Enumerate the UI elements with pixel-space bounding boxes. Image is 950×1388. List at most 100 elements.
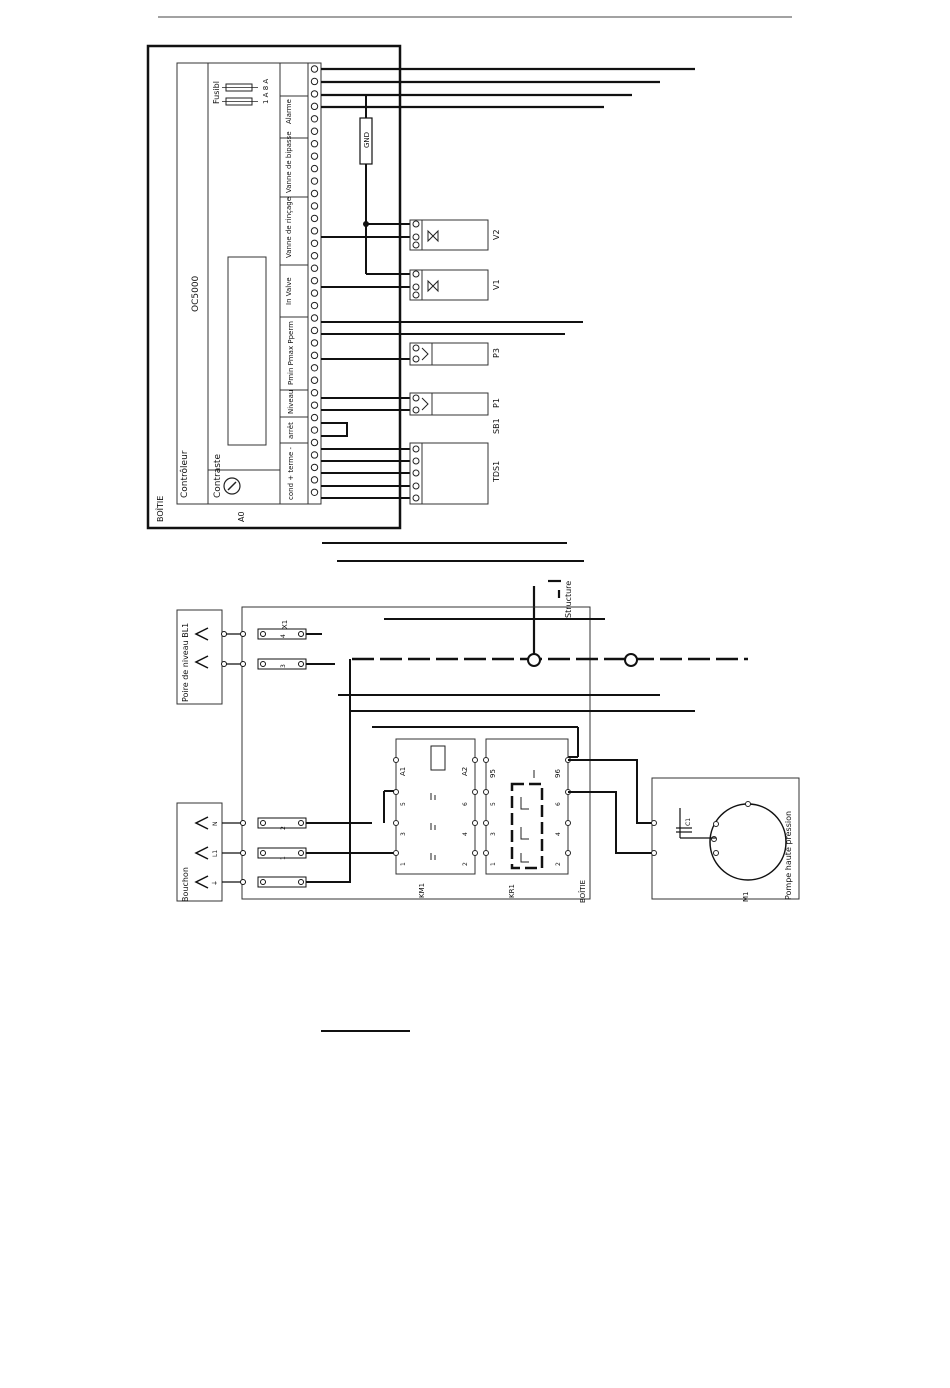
power-box-label: BOÎTIE [578, 880, 587, 903]
section-cond: cond + terme - [287, 447, 295, 500]
terminal-screw [310, 326, 319, 335]
terminal-screw [310, 65, 319, 73]
terminal-screw [310, 488, 319, 496]
label-sb1: SB1 [492, 418, 501, 434]
level-switch-box [176, 609, 246, 705]
km1-pin-3: 3 [400, 832, 407, 836]
terminal-screw [310, 376, 319, 384]
device-v2 [409, 219, 489, 251]
display-window [227, 256, 267, 446]
terminal-screw [310, 289, 319, 297]
valve-icon [427, 279, 439, 293]
terminal-screw [310, 102, 319, 111]
device-wires [321, 236, 583, 499]
device-terminal [412, 445, 420, 453]
kr1-pin-5: 5 [490, 802, 497, 806]
relay-terminal [483, 850, 489, 856]
motor-label: M1 [742, 892, 750, 903]
terminal-screw [310, 476, 319, 484]
device-terminal [412, 291, 420, 299]
device-terminal [412, 233, 420, 241]
capacitor-icon [676, 808, 716, 839]
terminal-screw [310, 127, 319, 135]
pump-label: Pompe haute pression [784, 811, 793, 900]
structure-label: Structure [564, 581, 573, 618]
fuse-label: Fusibl [212, 81, 221, 104]
terminal-number-2: 2 [280, 826, 287, 830]
terminal-screw [310, 351, 319, 360]
contrast-label: Contraste [213, 454, 223, 498]
contrast-knob-icon [223, 477, 241, 495]
section-alarme: Alarme [285, 99, 293, 124]
km1-label: KM1 [418, 883, 426, 898]
km1-pin-6: 6 [462, 802, 469, 806]
terminal-screw [310, 152, 319, 160]
terminal-screw [310, 451, 319, 459]
structure-ground [532, 579, 561, 660]
kr1-pin-95: 95 [489, 769, 497, 778]
device-tds1 [409, 442, 489, 505]
km1-a1: A1 [399, 767, 407, 776]
relay-kr1 [485, 738, 569, 875]
device-terminal [412, 406, 420, 414]
valve-icon [427, 229, 439, 243]
separator-lines [322, 542, 584, 562]
device-terminal [412, 270, 420, 278]
device-terminals [412, 220, 420, 502]
section-bypass: Vanne de bipasse [285, 131, 293, 193]
kr1-label: KR1 [508, 884, 516, 898]
plug-terminal-ground: ⏚ [212, 880, 219, 886]
kr1-pin-96: 96 [554, 769, 562, 778]
label-v1: V1 [492, 279, 501, 290]
contactor-terminal [393, 757, 399, 763]
kr1-pin-6: 6 [555, 802, 562, 806]
contactor-terminal [472, 757, 478, 763]
terminal-strip [310, 65, 319, 496]
device-terminal [412, 469, 420, 477]
contactor-terminal [472, 820, 478, 826]
plug-label: Bouchon [181, 867, 190, 902]
device-p1 [409, 392, 489, 416]
terminal-screw [310, 438, 319, 447]
device-p3 [409, 342, 489, 366]
terminal-number-1: 1 [280, 856, 287, 860]
motor-wires [568, 759, 654, 854]
fuse-icon [222, 83, 258, 106]
section-arret: arrêt [287, 422, 295, 439]
terminal-number-3: 3 [280, 664, 287, 668]
level-switch-icon [421, 397, 429, 411]
section-invalve: In Valve [285, 277, 293, 305]
terminal-screw [310, 202, 319, 210]
terminal-number-4: 4 [280, 634, 287, 638]
controller-ref: A0 [237, 511, 246, 522]
terminal-block-label: X1 [281, 620, 289, 629]
device-terminal [412, 394, 420, 402]
terminal-screw [310, 140, 319, 148]
label-p1: P1 [492, 398, 501, 408]
relay-terminal [565, 820, 571, 826]
pressure-switch-icon [421, 347, 429, 361]
device-terminal [412, 482, 420, 490]
section-rinse: Vanne de rinçage [285, 197, 293, 258]
controller-output-lines [321, 67, 695, 109]
kr1-pin-2: 2 [555, 862, 562, 866]
contactor-terminal [393, 850, 399, 856]
section-pmin-pmax: Pmin Pmax Pperm [287, 321, 295, 385]
terminal-screw [310, 189, 319, 198]
relay-terminal [483, 789, 489, 795]
contactor-terminal [393, 789, 399, 795]
relay-terminal [483, 820, 489, 826]
pump-box [651, 777, 800, 900]
device-terminal [412, 283, 420, 291]
device-terminal [412, 241, 420, 249]
terminal-screw [310, 301, 319, 310]
plug-terminal-l1: L1 [212, 850, 219, 857]
terminal-screw [310, 227, 319, 235]
power-box [241, 606, 591, 900]
controller-box [146, 44, 402, 530]
terminal-screw [310, 401, 319, 409]
controller-title: Contrôleur [179, 450, 190, 498]
level-switch-label: Poire de niveau BL1 [181, 623, 190, 702]
ground-junction-2 [624, 653, 638, 667]
